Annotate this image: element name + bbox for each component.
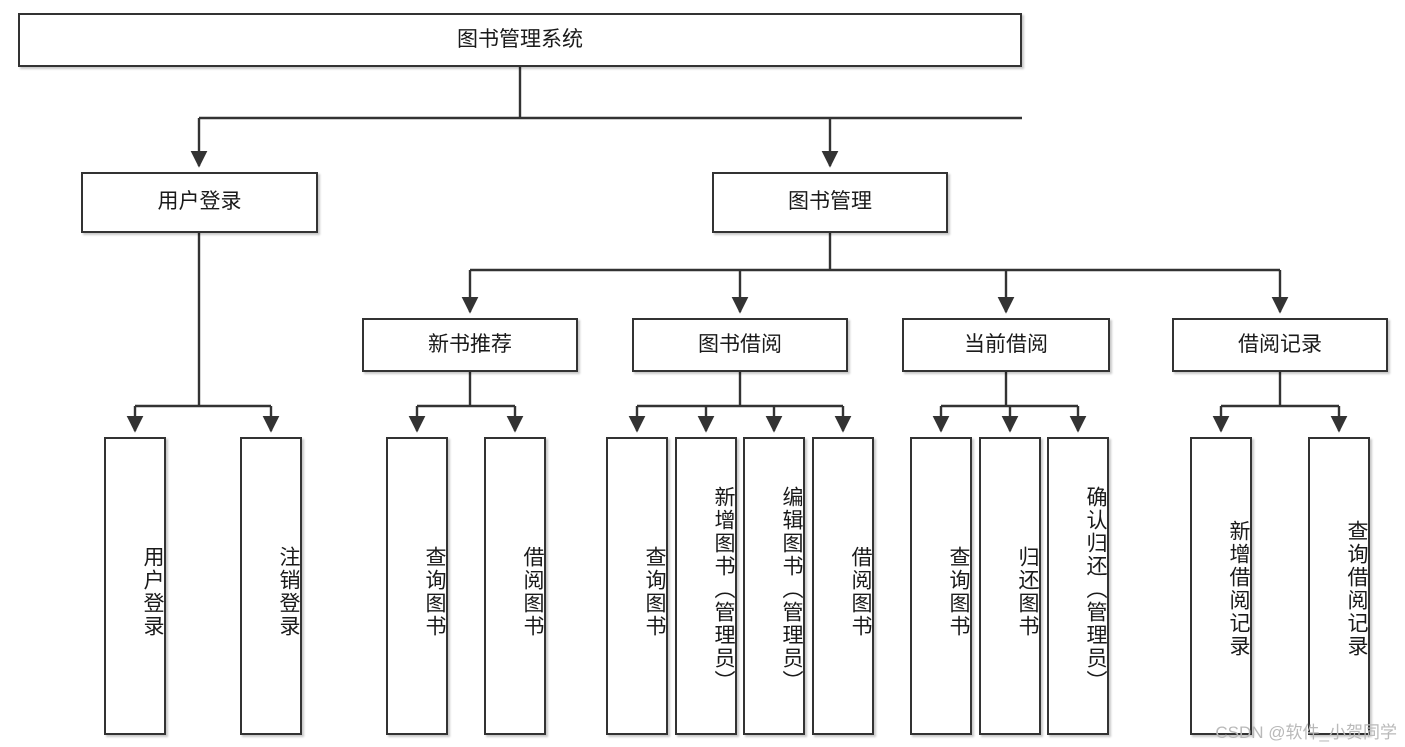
leaf-query-book-3-label: 查询图书: [947, 546, 970, 638]
leaf-query-record[interactable]: 查询借阅记录: [1308, 437, 1370, 735]
leaf-user-login-label: 用户登录: [141, 546, 164, 638]
leaf-borrow-book-1[interactable]: 借阅图书: [484, 437, 546, 735]
leaf-borrow-book-1-label: 借阅图书: [521, 546, 544, 638]
leaf-edit-book-label: 编辑图书（管理员）: [780, 485, 803, 693]
leaf-query-record-label: 查询借阅记录: [1345, 520, 1368, 658]
node-borrow-record[interactable]: 借阅记录: [1172, 318, 1388, 372]
leaf-return-book[interactable]: 归还图书: [979, 437, 1041, 735]
node-current-borrow-label: 当前借阅: [964, 332, 1048, 356]
node-borrow-record-label: 借阅记录: [1238, 332, 1322, 356]
node-root[interactable]: 图书管理系统: [18, 13, 1022, 67]
leaf-logout[interactable]: 注销登录: [240, 437, 302, 735]
leaf-add-book-label: 新增图书（管理员）: [712, 485, 735, 693]
node-current-borrow[interactable]: 当前借阅: [902, 318, 1110, 372]
node-book-borrow-label: 图书借阅: [698, 332, 782, 356]
node-new-book-rec-label: 新书推荐: [428, 332, 512, 356]
leaf-borrow-book-2-label: 借阅图书: [849, 546, 872, 638]
node-new-book-rec[interactable]: 新书推荐: [362, 318, 578, 372]
node-user-login-label: 用户登录: [157, 190, 242, 214]
node-book-borrow[interactable]: 图书借阅: [632, 318, 848, 372]
leaf-user-login[interactable]: 用户登录: [104, 437, 166, 735]
leaf-query-book-1[interactable]: 查询图书: [386, 437, 448, 735]
leaf-add-book[interactable]: 新增图书（管理员）: [675, 437, 737, 735]
node-book-manage[interactable]: 图书管理: [712, 172, 948, 233]
leaf-query-book-1-label: 查询图书: [423, 546, 446, 638]
leaf-return-book-label: 归还图书: [1016, 546, 1039, 638]
leaf-borrow-book-2[interactable]: 借阅图书: [812, 437, 874, 735]
node-user-login[interactable]: 用户登录: [81, 172, 318, 233]
leaf-logout-label: 注销登录: [277, 546, 300, 638]
leaf-query-book-3[interactable]: 查询图书: [910, 437, 972, 735]
leaf-edit-book[interactable]: 编辑图书（管理员）: [743, 437, 805, 735]
leaf-query-book-2[interactable]: 查询图书: [606, 437, 668, 735]
leaf-query-book-2-label: 查询图书: [643, 546, 666, 638]
leaf-add-record[interactable]: 新增借阅记录: [1190, 437, 1252, 735]
leaf-confirm-return-label: 确认归还（管理员）: [1084, 485, 1107, 693]
leaf-add-record-label: 新增借阅记录: [1227, 520, 1250, 658]
node-book-manage-label: 图书管理: [788, 190, 872, 214]
node-root-label: 图书管理系统: [457, 27, 583, 51]
leaf-confirm-return[interactable]: 确认归还（管理员）: [1047, 437, 1109, 735]
